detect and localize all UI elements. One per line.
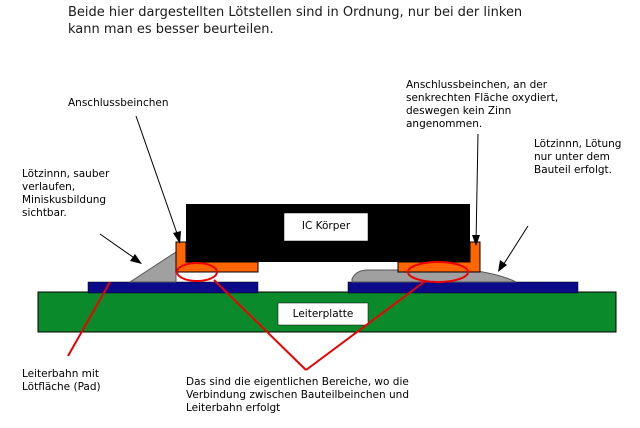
label-contact-area: Das sind die eigentlichen Bereiche, wo d… [186,376,409,414]
pointer-pin-left-head [173,231,181,244]
label-pcb: Leiterplatte [292,308,354,320]
highlight-ellipse-left [176,262,218,282]
pointer-pin-right-head [472,235,480,246]
pointer-pin-left [135,115,181,243]
pad-right [347,281,579,294]
pointer-solder-right-head [498,260,507,272]
red-arrow-to-trace [67,281,111,357]
label-ic-body: IC Körper [301,220,351,232]
pointer-solder-right [499,225,529,271]
ic-body-label-box [283,212,369,242]
red-arrow-to-left-ellipse [213,279,307,371]
pcb-label-box [277,302,369,326]
label-solder-right: Lötzinnn, Lötung nur unter dem Bauteil e… [534,138,622,176]
label-trace: Leiterbahn mit Lötfläche (Pad) [22,368,101,393]
label-pin-left: Anschlussbeinchen [68,97,169,109]
pointer-pin-right [475,133,479,245]
diagram-heading: Beide hier dargestellten Lötstellen sind… [68,5,523,37]
solder-fillet-left [128,251,177,283]
pointer-solder-left-head [130,254,142,264]
red-arrow-to-right-ellipse [305,281,425,371]
label-solder-left: Lötzinnn, sauber verlaufen, Miniskusbild… [22,168,110,219]
pad-left [87,281,259,294]
label-pin-right: Anschlussbeinchen, an der senkrechten Fl… [406,79,559,130]
highlight-ellipse-right [407,261,469,283]
